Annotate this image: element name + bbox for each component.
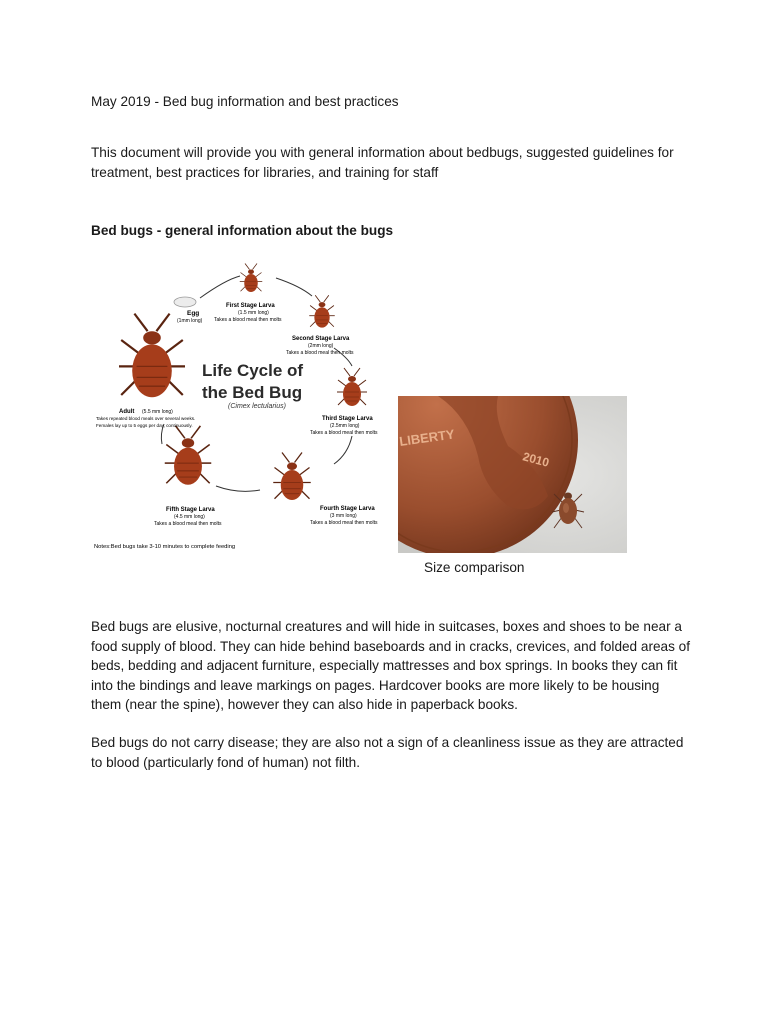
- stage5-label: Fifth Stage Larva: [166, 507, 215, 513]
- egg-size: (1mm long): [177, 318, 203, 324]
- stage5-size: (4.5 mm long): [174, 514, 205, 520]
- stage4-note: Takes a blood meal then molts: [310, 520, 378, 526]
- egg-illustration: [173, 296, 197, 308]
- lifecycle-diagram: Egg (1mm long) First Stage Larva (1.5 mm…: [94, 263, 378, 550]
- intro-paragraph: This document will provide you with gene…: [91, 145, 674, 180]
- adult-label: Adult: [119, 409, 134, 415]
- bed-bug-photo: [551, 492, 585, 529]
- section-heading: Bed bugs - general information about the…: [91, 223, 394, 238]
- stage2-label: Second Stage Larva: [292, 336, 350, 342]
- egg-label: Egg: [187, 310, 199, 317]
- stage5-note: Takes a blood meal then molts: [154, 521, 222, 527]
- size-comparison-photo: LIBERTY 2010: [398, 396, 627, 553]
- adult-note-1: Takes repeated blood meals over several …: [96, 416, 195, 421]
- penny-year-text: 2010: [521, 449, 551, 470]
- stage4-label: Fourth Stage Larva: [320, 506, 375, 512]
- body-paragraph-2: Bed bugs do not carry disease; they are …: [91, 735, 684, 770]
- first-stage-larva-illustration: [239, 263, 263, 293]
- stage2-size: (2mm long): [308, 343, 334, 349]
- fifth-stage-larva-illustration: [163, 425, 213, 486]
- document-title: May 2019 - Bed bug information and best …: [91, 94, 399, 109]
- adult-size: (5.5 mm long): [142, 409, 173, 415]
- stage4-size: (3 mm long): [330, 513, 357, 519]
- lifecycle-title-line2: the Bed Bug: [202, 383, 302, 402]
- stage1-note: Takes a blood meal then molts: [214, 317, 282, 323]
- stage1-size: (1.5 mm long): [238, 310, 269, 316]
- adult-bed-bug-illustration: [117, 312, 187, 399]
- stage3-note: Takes a blood meal then molts: [310, 430, 378, 436]
- adult-note-2: Females lay up to 5 eggs per day, contin…: [96, 423, 193, 428]
- lifecycle-title-line1: Life Cycle of: [202, 361, 303, 380]
- fourth-stage-larva-illustration: [272, 451, 312, 501]
- stage1-label: First Stage Larva: [226, 303, 275, 309]
- stage3-label: Third Stage Larva: [322, 416, 373, 422]
- stage3-size: (2.5mm long): [330, 423, 360, 429]
- body-paragraph-1: Bed bugs are elusive, nocturnal creature…: [91, 619, 691, 712]
- third-stage-larva-illustration: [336, 367, 368, 407]
- second-stage-larva-illustration: [308, 294, 336, 329]
- lifecycle-species: (Cimex lectularius): [228, 403, 286, 410]
- stage2-note: Takes a blood meal then molts: [286, 350, 354, 356]
- lifecycle-notes: Notes:Bed bugs take 3-10 minutes to comp…: [94, 544, 235, 550]
- photo-caption: Size comparison: [424, 560, 525, 575]
